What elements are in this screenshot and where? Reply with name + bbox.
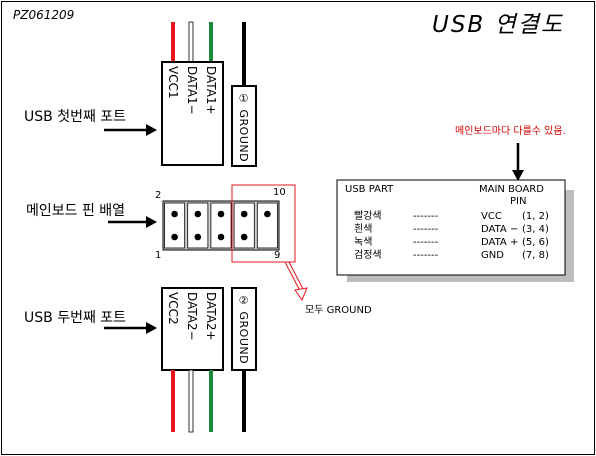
connector2-pin-vcc: VCC2 <box>166 292 180 325</box>
table-row-color: 흰색 <box>354 224 373 235</box>
ground2-symbol: ② <box>237 294 250 308</box>
connector2-pin-data-minus: DATA2− <box>185 292 199 341</box>
arrow-header <box>108 216 157 228</box>
usb2-connector-box <box>161 287 224 371</box>
table-row-signal: DATA − <box>481 224 519 235</box>
header-pin <box>264 210 271 218</box>
header-pin <box>171 233 178 241</box>
bottom-wires <box>171 369 246 433</box>
arrow-port1 <box>104 124 157 136</box>
mainboard-note: 메인보드마다 다를수 있음. <box>455 126 566 137</box>
pin-number-bottom-left: 1 <box>155 250 162 261</box>
table-row-signal: GND <box>481 250 504 261</box>
header-pin <box>217 233 225 241</box>
ground1-box <box>231 85 257 167</box>
header-pin-column <box>187 202 209 249</box>
all-ground-label: 모두 GROUND <box>305 305 372 316</box>
header-label: 메인보드 핀 배열 <box>26 203 126 219</box>
header-pin <box>194 233 202 241</box>
connector1-pin-vcc: VCC1 <box>166 66 180 99</box>
ground1-label: ① GROUND <box>237 92 250 163</box>
table-header-right-line2: PIN <box>510 196 527 207</box>
pin-number-top-right: 10 <box>273 187 286 198</box>
pin-number-bottom-right: 9 <box>274 250 281 261</box>
header-pin <box>240 233 248 241</box>
corner-code: PZ061209 <box>13 8 75 22</box>
table-row-pins: (3, 4) <box>522 224 549 235</box>
white-wire-top <box>188 21 194 63</box>
header-pin-column <box>256 202 278 249</box>
table-header-right-line1: MAIN BOARD <box>479 184 544 195</box>
header-pin <box>217 210 225 218</box>
table-row-color: 검정색 <box>354 250 382 261</box>
port2-label: USB 두번째 포트 <box>24 310 127 326</box>
header-pin-column <box>210 202 232 249</box>
table-row-dashes: ------- <box>413 224 439 235</box>
table-row-dashes: ------- <box>413 237 439 248</box>
table-row-color: 빨강색 <box>354 211 382 222</box>
header-pin <box>171 210 178 218</box>
connector1-pin-data-minus: DATA1− <box>185 66 199 115</box>
table-row-signal: DATA + <box>481 237 519 248</box>
pin-header <box>162 200 280 251</box>
table-row-pins: (7, 8) <box>522 250 549 261</box>
pin-number-top-left: 2 <box>155 190 162 201</box>
table-row-pins: (5, 6) <box>522 237 549 248</box>
header-pin-column <box>233 202 255 249</box>
table-header-left: USB PART <box>345 184 394 195</box>
header-pin-column <box>164 202 186 249</box>
table-row-dashes: ------- <box>413 250 439 261</box>
note-arrow <box>512 143 524 181</box>
ground-pins-highlight <box>231 184 296 263</box>
table-row-signal: VCC <box>481 211 502 222</box>
port1-label: USB 첫번째 포트 <box>24 109 127 125</box>
usb1-connector-box <box>161 61 224 166</box>
pin-table-box <box>336 179 574 282</box>
header-pin <box>194 210 202 218</box>
table-row-dashes: ------- <box>413 211 439 222</box>
top-wires <box>171 21 246 86</box>
arrow-port2 <box>104 322 157 334</box>
table-row-color: 녹색 <box>354 237 373 248</box>
header-pin <box>240 210 248 218</box>
ground-pointer-arrow <box>284 261 308 302</box>
ground2-label: ② GROUND <box>237 294 250 365</box>
page-title: USB 연결도 <box>432 12 565 38</box>
white-wire-bottom <box>188 369 194 433</box>
table-row-pins: (1, 2) <box>522 211 549 222</box>
ground1-symbol: ① <box>237 92 250 106</box>
connector2-pin-data-plus: DATA2+ <box>204 292 218 341</box>
connector1-pin-data-plus: DATA1+ <box>204 66 218 115</box>
